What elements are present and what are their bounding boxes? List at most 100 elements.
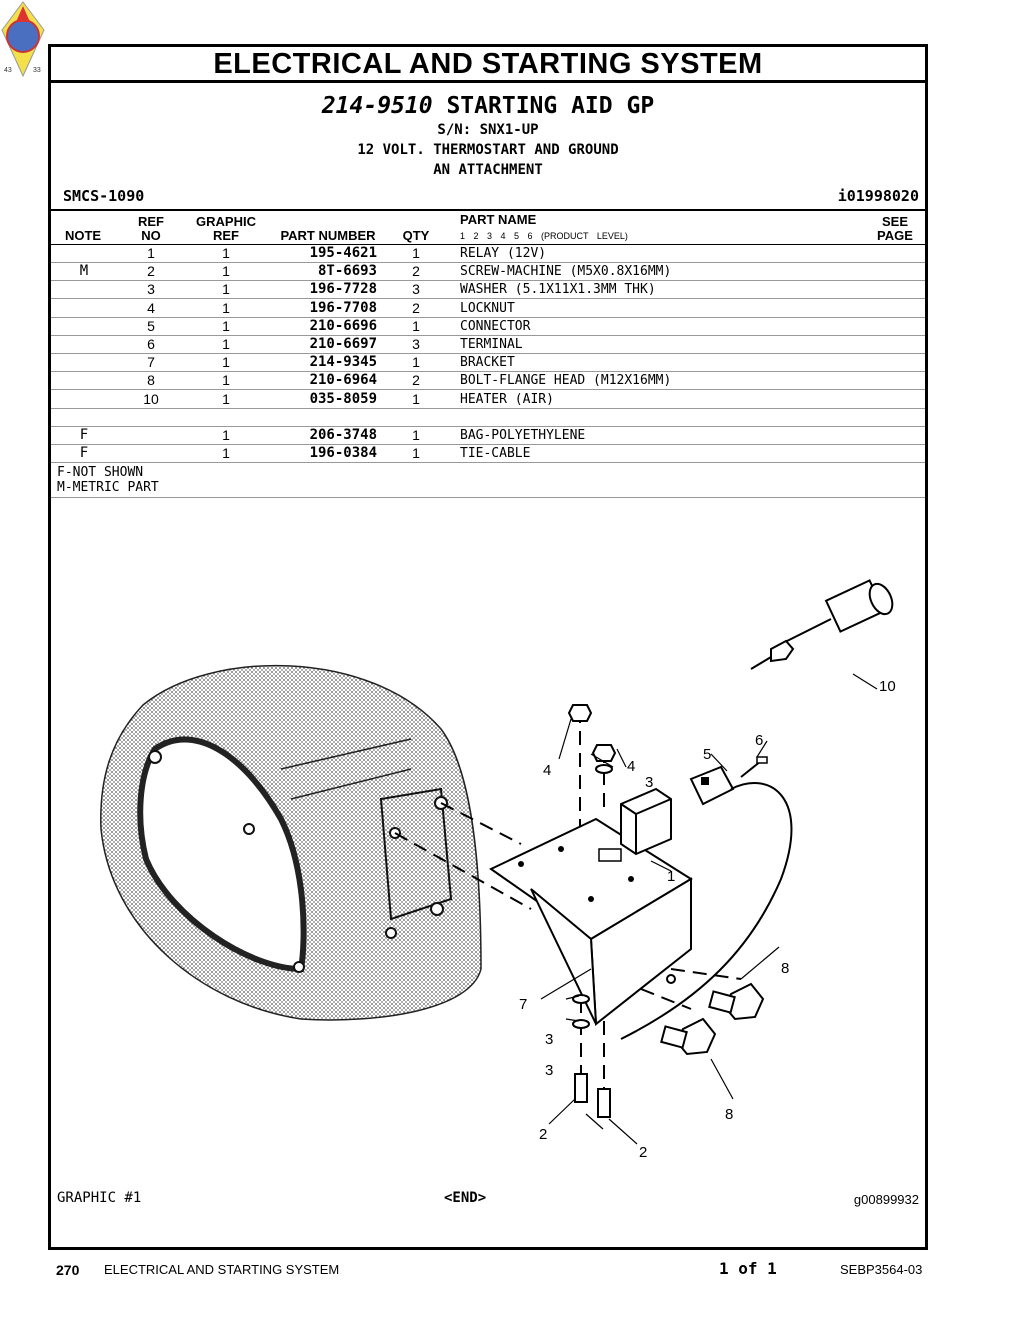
page-number: 270 xyxy=(56,1262,80,1278)
callout-10: 10 xyxy=(879,678,896,695)
bracket xyxy=(489,817,693,1026)
callout-7: 7 xyxy=(519,996,527,1013)
row-ref-no: 6 xyxy=(147,336,155,352)
col-ref-bottom: NO xyxy=(141,228,161,243)
note-f: F-NOT SHOWN xyxy=(57,465,144,480)
col-part-number: PART NUMBER xyxy=(280,228,376,243)
row-part-name: TERMINAL xyxy=(460,337,523,352)
group-description-1: 12 VOLT. THERMOSTART AND GROUND xyxy=(357,142,619,158)
row-part-name: SCREW-MACHINE (M5X0.8X16MM) xyxy=(460,264,672,280)
row-part-name: TIE-CABLE xyxy=(460,446,531,462)
flange-bolts xyxy=(660,982,765,1056)
callout-8a: 8 xyxy=(781,960,789,977)
row-graphic-ref: 1 xyxy=(222,372,230,389)
group-part-number: 214-9510 xyxy=(321,93,433,119)
row-ref-no: 3 xyxy=(147,281,155,298)
row-graphic-ref: 1 xyxy=(222,281,230,298)
leader-lines xyxy=(540,673,878,1145)
col-ref-top: REF xyxy=(138,214,164,229)
row-part-name: RELAY (12V) xyxy=(460,246,547,261)
row-part-name: HEATER (AIR) xyxy=(460,391,554,407)
row-ref-no: 10 xyxy=(143,390,159,407)
table-row xyxy=(51,409,925,427)
footer-section: ELECTRICAL AND STARTING SYSTEM xyxy=(104,1262,340,1277)
serial-number: S/N: SNX1-UP xyxy=(437,122,539,138)
callout-1: 1 xyxy=(667,868,675,885)
document-id: i01998020 xyxy=(837,187,919,205)
graphic-label: GRAPHIC #1 xyxy=(57,1190,142,1206)
page-frame: ELECTRICAL AND STARTING SYSTEM 214-9510 … xyxy=(48,44,928,1250)
callout-4a: 4 xyxy=(543,762,551,779)
row-qty: 1 xyxy=(412,245,420,261)
row-part-number: 195-4621 xyxy=(309,245,377,261)
page-of: 1 of 1 xyxy=(719,1259,777,1278)
header-divider xyxy=(51,209,925,211)
exploded-view-diagram: 1 2 2 3 3 3 4 4 5 6 7 8 8 10 xyxy=(100,579,896,1161)
footer-doc-number: SEBP3564-03 xyxy=(840,1262,923,1277)
row-graphic-ref: 1 xyxy=(222,354,230,371)
row-part-number: 196-7708 xyxy=(309,299,377,316)
callout-3a: 3 xyxy=(645,774,653,791)
row-qty: 2 xyxy=(412,263,420,280)
callout-4b: 4 xyxy=(627,758,635,775)
row-qty: 1 xyxy=(412,317,420,334)
row-ref-no: 4 xyxy=(147,299,155,316)
engine-housing xyxy=(100,664,482,1021)
row-graphic-ref: 1 xyxy=(222,390,230,407)
callout-5: 5 xyxy=(703,746,711,763)
row-part-name: CONNECTOR xyxy=(460,318,531,334)
page-title: ELECTRICAL AND STARTING SYSTEM xyxy=(51,47,925,83)
table-row: 10 1 035-8059 1 HEATER (AIR) xyxy=(51,391,925,409)
group-description-2: AN ATTACHMENT xyxy=(433,162,543,178)
end-marker: <END> xyxy=(444,1190,487,1206)
columns-divider xyxy=(51,244,925,245)
row-part-number: 196-0384 xyxy=(309,445,377,462)
publisher-logo: 43 33 xyxy=(1,1,45,78)
row-part-number: 035-8059 xyxy=(309,390,377,407)
row-ref-no: 8 xyxy=(147,372,155,389)
col-graphic-ref-bottom: REF xyxy=(213,228,239,243)
row-note: M xyxy=(79,263,89,280)
row-part-name: BRACKET xyxy=(460,355,515,371)
row-qty: 1 xyxy=(412,445,420,462)
row-qty: 2 xyxy=(412,372,420,389)
callout-3b: 3 xyxy=(545,1031,553,1048)
logo-number-left: 43 xyxy=(4,67,12,74)
row-part-number: 8T-6693 xyxy=(317,263,377,280)
row-part-number: 206-3748 xyxy=(309,427,377,443)
callout-2b: 2 xyxy=(639,1144,647,1161)
callout-8b: 8 xyxy=(725,1106,733,1123)
row-qty: 1 xyxy=(412,354,420,371)
col-part-name: PART NAME xyxy=(460,212,537,227)
row-graphic-ref: 1 xyxy=(222,245,230,261)
row-ref-no: 2 xyxy=(147,263,155,280)
row-qty: 1 xyxy=(412,390,420,407)
col-graphic-ref-top: GRAPHIC xyxy=(196,214,256,229)
group-name: STARTING AID GP xyxy=(446,93,655,119)
row-part-name: WASHER (5.1X11X1.3MM THK) xyxy=(460,282,656,298)
graphic-id: g00899932 xyxy=(853,1192,919,1207)
row-graphic-ref: 1 xyxy=(222,299,230,316)
row-qty: 2 xyxy=(412,299,420,316)
callout-3c: 3 xyxy=(545,1062,553,1079)
col-qty: QTY xyxy=(402,228,430,243)
col-see-bottom: PAGE xyxy=(877,228,913,243)
col-note: NOTE xyxy=(64,228,102,243)
row-part-number: 210-6696 xyxy=(309,317,377,334)
row-qty: 3 xyxy=(412,281,420,298)
relay xyxy=(598,787,672,862)
callout-6: 6 xyxy=(755,732,763,749)
row-graphic-ref: 1 xyxy=(222,317,230,334)
row-part-number: 210-6697 xyxy=(309,336,377,352)
callout-2a: 2 xyxy=(539,1126,547,1143)
